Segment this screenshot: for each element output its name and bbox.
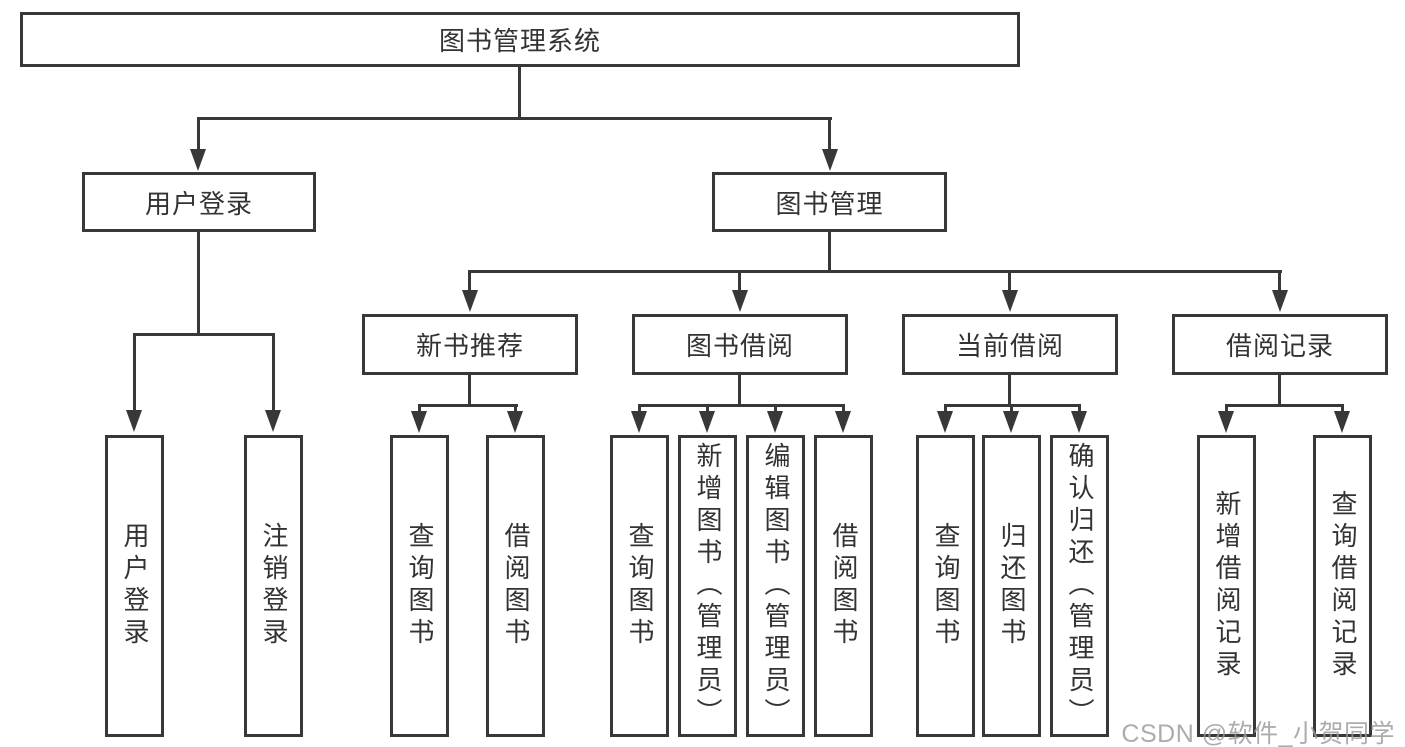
arrowhead-icon — [1071, 411, 1087, 433]
connector-drop — [944, 407, 947, 413]
arrowhead-icon — [1334, 411, 1350, 433]
connector-drop — [774, 407, 777, 413]
node-query-borrow-record: 查询借阅记录 — [1313, 435, 1372, 737]
arrowhead-icon — [767, 411, 783, 433]
connector-drop — [468, 273, 471, 291]
connector-borrow-bus — [638, 404, 845, 407]
connector-drop — [738, 273, 741, 291]
node-edit-books-admin: 编辑图书（管理员） — [746, 435, 805, 737]
node-user-login: 用户登录 — [105, 435, 164, 737]
csdn-watermark: CSDN @软件_小贺同学 — [1121, 720, 1395, 747]
arrowhead-icon — [937, 411, 953, 433]
node-borrow-books-recommend: 借阅图书 — [486, 435, 545, 737]
connector-drop — [638, 407, 641, 413]
connector-records-bus — [1225, 404, 1344, 407]
connector-borrow-trunk — [738, 375, 741, 407]
arrowhead-icon — [822, 149, 838, 171]
arrowhead-icon — [1272, 290, 1288, 312]
connector-drop — [1278, 273, 1281, 291]
arrowhead-icon — [699, 411, 715, 433]
node-library-management-system: 图书管理系统 — [20, 12, 1020, 67]
connector-root-trunk — [518, 66, 521, 120]
arrowhead-icon — [1218, 411, 1234, 433]
node-return-books: 归还图书 — [982, 435, 1041, 737]
connector-drop — [706, 407, 709, 413]
arrowhead-icon — [265, 410, 281, 432]
node-book-management: 图书管理 — [712, 172, 947, 232]
arrowhead-icon — [190, 149, 206, 171]
node-add-books-admin: 新增图书（管理员） — [678, 435, 737, 737]
connector-current-bus — [944, 404, 1081, 407]
connector-login-bus — [133, 333, 275, 336]
node-borrow-books: 借阅图书 — [814, 435, 873, 737]
connector-login-trunk — [197, 232, 200, 335]
node-logout: 注销登录 — [244, 435, 303, 737]
arrowhead-icon — [126, 410, 142, 432]
connector-drop — [133, 336, 136, 410]
connector-drop — [197, 120, 200, 150]
node-query-books-recommend: 查询图书 — [390, 435, 449, 737]
arrowhead-icon — [732, 290, 748, 312]
arrowhead-icon — [507, 411, 523, 433]
node-confirm-return-admin: 确认归还（管理员） — [1050, 435, 1109, 737]
connector-drop — [514, 407, 517, 413]
arrowhead-icon — [411, 411, 427, 433]
connector-mgmt-trunk — [828, 232, 831, 273]
connector-drop — [1010, 407, 1013, 413]
arrowhead-icon — [631, 411, 647, 433]
connector-current-trunk — [1008, 375, 1011, 407]
node-add-borrow-record: 新增借阅记录 — [1197, 435, 1256, 737]
connector-drop — [272, 336, 275, 410]
connector-newbook-bus — [418, 404, 518, 407]
connector-root-bus — [197, 117, 832, 120]
connector-newbook-trunk — [468, 375, 471, 407]
connector-drop — [1225, 407, 1228, 413]
connector-drop — [1341, 407, 1344, 413]
connector-drop — [1078, 407, 1081, 413]
arrowhead-icon — [1003, 411, 1019, 433]
arrowhead-icon — [835, 411, 851, 433]
node-new-book-recommendation: 新书推荐 — [362, 314, 578, 375]
connector-drop — [842, 407, 845, 413]
node-book-borrowing: 图书借阅 — [632, 314, 848, 375]
node-borrowing-records: 借阅记录 — [1172, 314, 1388, 375]
connector-records-trunk — [1278, 375, 1281, 407]
connector-mgmt-bus — [468, 270, 1282, 273]
arrowhead-icon — [1002, 290, 1018, 312]
node-query-books-current: 查询图书 — [916, 435, 975, 737]
node-user-login-group: 用户登录 — [82, 172, 316, 232]
connector-drop — [1008, 273, 1011, 291]
connector-drop — [418, 407, 421, 413]
node-query-books-borrow: 查询图书 — [610, 435, 669, 737]
arrowhead-icon — [462, 290, 478, 312]
connector-drop — [828, 120, 831, 150]
node-current-borrowing: 当前借阅 — [902, 314, 1118, 375]
